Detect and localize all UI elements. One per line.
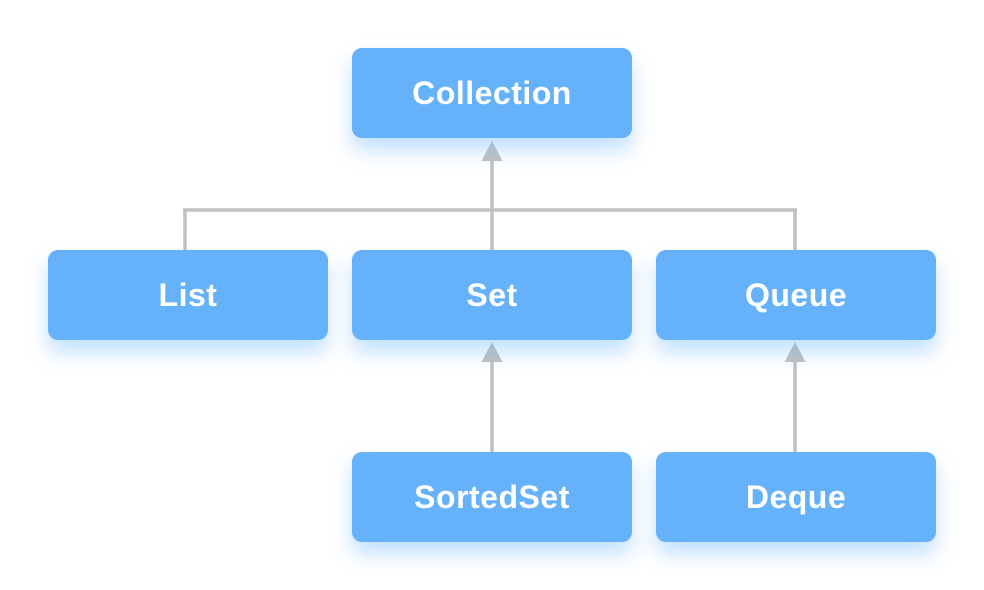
- node-set-label: Set: [466, 276, 518, 313]
- node-list-label: List: [158, 276, 218, 313]
- node-sortedset-label: SortedSet: [414, 478, 570, 515]
- arrowhead-collection-icon: [481, 141, 503, 161]
- arrowhead-queue-icon: [784, 342, 806, 362]
- node-set: Set: [352, 250, 632, 340]
- arrowhead-set-icon: [481, 342, 503, 362]
- node-list: List: [48, 250, 328, 340]
- node-queue: Queue: [656, 250, 936, 340]
- node-sortedset: SortedSet: [352, 452, 632, 542]
- node-collection-label: Collection: [412, 74, 572, 111]
- node-deque-label: Deque: [745, 478, 847, 515]
- node-deque: Deque: [656, 452, 936, 542]
- node-collection: Collection: [352, 48, 632, 138]
- node-queue-label: Queue: [744, 276, 848, 313]
